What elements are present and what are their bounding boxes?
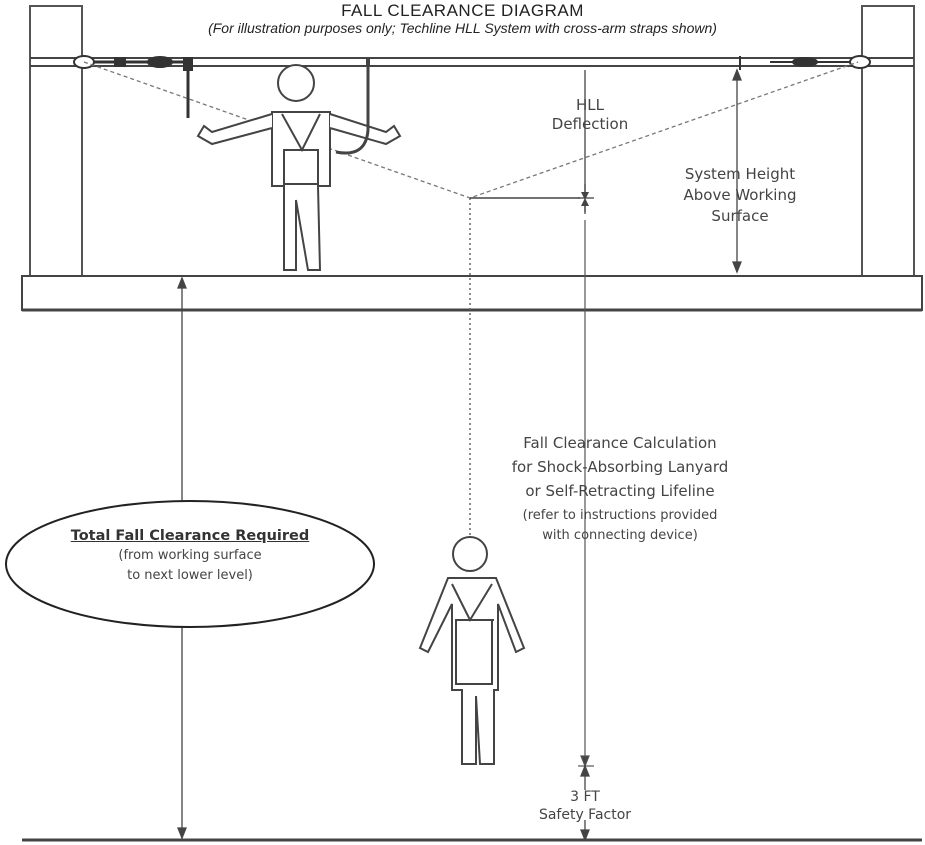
fall-calculation-dimension	[578, 220, 594, 768]
lanyard	[335, 62, 370, 155]
worker-figure-fallen	[418, 536, 526, 765]
total-clearance-title: Total Fall Clearance Required	[70, 528, 310, 544]
safety-factor-dimension	[580, 764, 590, 842]
diagram-subtitle: (For illustration purposes only; Techlin…	[208, 20, 717, 36]
system-height-dimension	[732, 68, 742, 274]
left-anchor-post	[29, 5, 83, 277]
fall-calculation-note: (refer to instructions provided with con…	[522, 508, 718, 543]
worker-figure-standing	[196, 64, 402, 271]
total-clearance-callout	[5, 500, 375, 628]
horizontal-lifeline-rail	[30, 57, 914, 67]
right-anchor-post	[861, 5, 915, 277]
total-clearance-note-2: to next lower level)	[127, 568, 253, 583]
system-height-label: System Height Above Working Surface	[683, 165, 797, 225]
safety-factor-label: 3 FT Safety Factor	[538, 789, 632, 823]
hll-deflection-label: HLL Deflection	[551, 96, 629, 133]
diagram-title: FALL CLEARANCE DIAGRAM	[341, 1, 584, 20]
total-clearance-note-1: (from working surface	[118, 548, 262, 563]
working-surface	[21, 275, 923, 311]
total-clearance-label: Total Fall Clearance Required (from work…	[30, 528, 350, 586]
lifeline-hardware-right	[739, 55, 871, 70]
hll-deflection-dimension	[578, 70, 594, 214]
fall-calculation-heading: Fall Clearance Calculation for Shock-Abs…	[511, 434, 729, 500]
